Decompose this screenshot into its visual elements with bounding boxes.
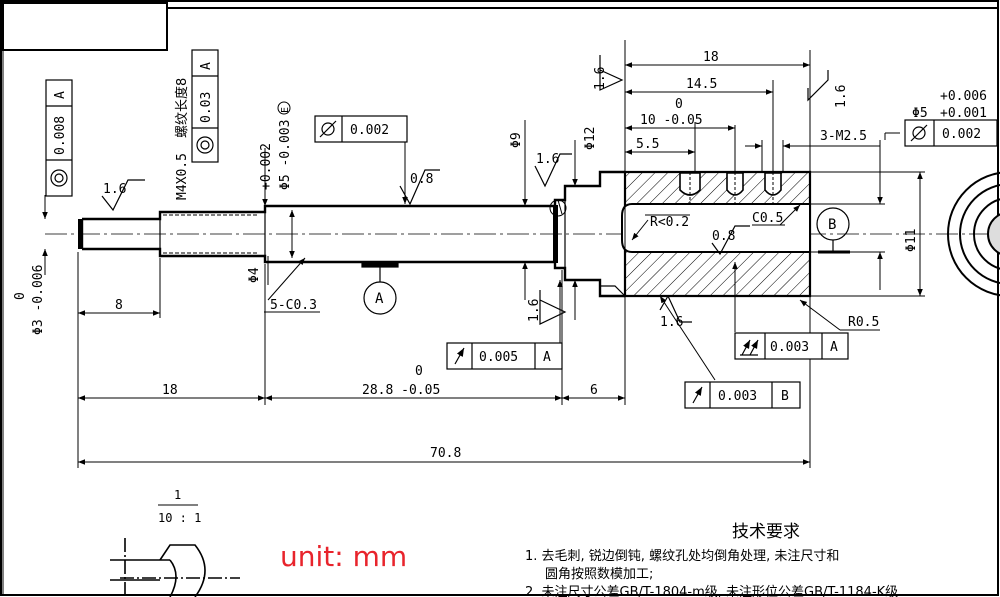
tol-right-lower: +0.001 (940, 106, 987, 121)
detail-scale-den: 10 : 1 (158, 511, 201, 525)
dim-5-5: 5.5 (636, 137, 659, 152)
unit-note: unit: mm (280, 540, 407, 573)
dim-14-5: 14.5 (686, 77, 717, 92)
gdt-f4-value: 0.002 (942, 127, 981, 142)
gdt-f6-ref: B (781, 389, 789, 404)
tech-line-3: 2. 未注尺寸公差GB/T-1804-m级, 未注形位公差GB/T-1184-K… (525, 585, 898, 597)
roughness-symbols (101, 55, 829, 325)
gdt-f5-ref: A (543, 350, 551, 365)
gdt-symbols (50, 120, 928, 404)
dim-18-top: 18 (703, 50, 719, 65)
dim-8: 8 (115, 298, 123, 313)
roughness-3: 0.8 (410, 172, 433, 187)
gdt-f1-ref: A (53, 91, 68, 99)
chamfer-5-c0-3: 5-C0.3 (270, 298, 317, 313)
roughness-2: 1.6 (527, 299, 542, 322)
dim-dia-12: Φ12 (583, 127, 598, 150)
chamfer-mark-left (78, 219, 83, 249)
tol-right-upper: +0.006 (940, 89, 987, 104)
dim-70-8: 70.8 (430, 446, 461, 461)
tech-title: 技术要求 (732, 522, 800, 542)
dim-dia-11: Φ11 (904, 229, 919, 252)
detail-view-bottom (110, 538, 240, 597)
dim-dia-3-zero: 0 (13, 292, 28, 300)
datum-a: A (375, 291, 384, 307)
roughness-1: 1.6 (103, 182, 126, 197)
chamfer-mark-right (553, 205, 558, 263)
gdt-f5-value: 0.005 (479, 350, 518, 365)
dim-dia-3: Φ3 -0.006 (31, 265, 46, 335)
dim-10-zero: 0 (675, 97, 683, 112)
envelope-symbol (277, 101, 291, 115)
gdt-f1-value: 0.008 (53, 116, 68, 155)
chamfer-c0-5: C0.5 (752, 211, 783, 226)
roughness-6: 1.6 (834, 85, 849, 108)
thread-lines (163, 214, 258, 254)
gdt-f3-value: 0.002 (350, 123, 389, 138)
roughness-4: 1.6 (536, 152, 559, 167)
detail-scale-num: 1 (174, 488, 181, 502)
dim-10: 10 -0.05 (640, 113, 703, 128)
dim-dia-5: Φ5 -0.003 (278, 120, 293, 190)
dim-dia-5-upper: +0.002 (259, 143, 274, 190)
thread-m4: M4X0.5 (175, 153, 190, 200)
dim-dia-4: Φ4 (247, 267, 262, 283)
dim-28-8: 28.8 -0.05 (362, 383, 440, 398)
dim-28-8-zero: 0 (415, 364, 423, 379)
roughness-8: 1.6 (660, 315, 683, 330)
dim-18-bottom: 18 (162, 383, 178, 398)
tol-right-dia: Φ5 (912, 106, 928, 121)
datum-b: B (828, 217, 836, 233)
center-mark (549, 199, 567, 217)
gdt-f7-ref: A (830, 340, 838, 355)
roughness-7: 0.8 (712, 229, 735, 244)
gdt-f6-value: 0.003 (718, 389, 757, 404)
thread-length-8: 螺纹长度8 (174, 78, 190, 138)
radius-r0-2: R<0.2 (650, 215, 689, 230)
detail-view-right (947, 171, 1000, 297)
radius-r0-5: R0.5 (848, 315, 879, 330)
tech-line-1: 1. 去毛刺, 锐边倒钝, 螺纹孔处均倒角处理, 未注尺寸和 (525, 549, 839, 564)
gdt-f2-ref: A (199, 62, 214, 70)
datum-markers (361, 207, 850, 315)
tech-line-2: 圆角按照数模加工; (545, 567, 653, 582)
gdt-f2-value: 0.03 (199, 92, 214, 123)
envelope-e: E (280, 107, 291, 113)
dim-6: 6 (590, 383, 598, 398)
thread-3-m2-5: 3-M2.5 (820, 129, 867, 144)
gdt-f7-value: 0.003 (770, 340, 809, 355)
roughness-5: 1.6 (593, 67, 608, 90)
section-view (600, 170, 812, 298)
dim-dia-9: Φ9 (509, 132, 524, 148)
